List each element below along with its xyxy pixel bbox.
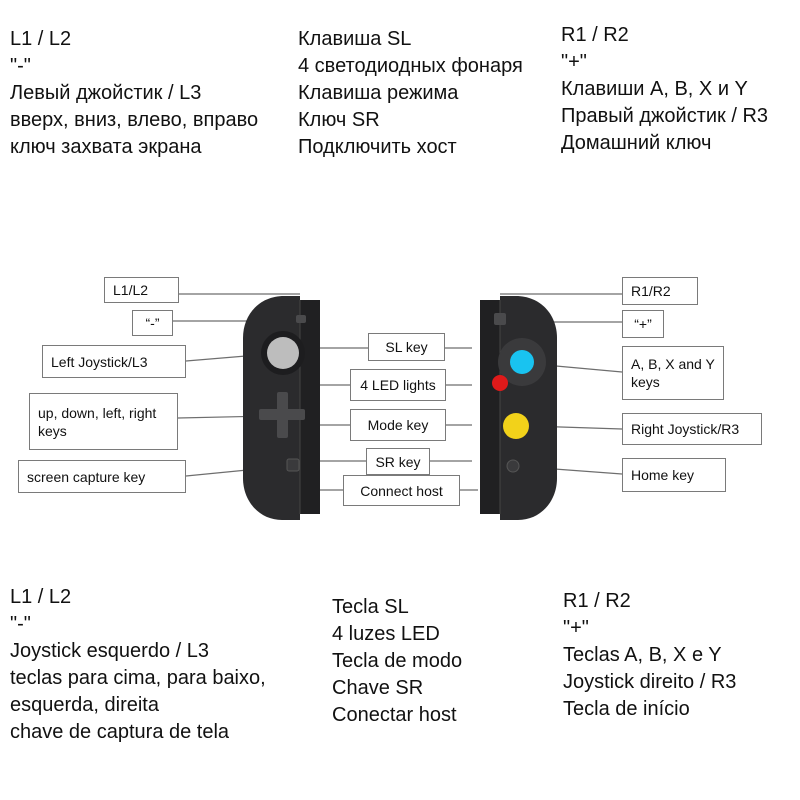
home-button bbox=[506, 459, 520, 473]
ru-left-list: L1 / L2 "-" Левый джойстик / L3 вверх, в… bbox=[10, 26, 258, 161]
ru-right-line: "+" bbox=[561, 51, 587, 73]
plus-button bbox=[494, 313, 506, 325]
pt-middle-list: Tecla SL 4 luzes LED Tecla de modo Chave… bbox=[332, 594, 462, 729]
label-connect-host: Connect host bbox=[343, 475, 460, 506]
pt-left-line: teclas para cima, para baixo, bbox=[10, 667, 266, 689]
minus-button bbox=[296, 315, 306, 323]
ru-left-line: Левый джойстик / L3 bbox=[10, 82, 202, 104]
right-stick-bottom bbox=[503, 413, 529, 439]
label-capture: screen capture key bbox=[18, 460, 186, 493]
label-l1l2: L1/L2 bbox=[104, 277, 179, 303]
label-abxy: A, B, X and Y keys bbox=[622, 346, 724, 400]
pt-middle-line: Conectar host bbox=[332, 704, 457, 726]
pt-left-line: "-" bbox=[10, 613, 31, 635]
label-minus: “-” bbox=[132, 310, 173, 336]
ru-left-line: вверх, вниз, влево, вправо bbox=[10, 109, 259, 131]
label-sr-key: SR key bbox=[366, 448, 430, 475]
ru-middle-line: Клавиша SL bbox=[298, 28, 412, 50]
ru-right-line: Правый джойстик / R3 bbox=[561, 105, 769, 127]
label-right-joystick: Right Joystick/R3 bbox=[622, 413, 762, 445]
right-joycon bbox=[480, 296, 557, 520]
ru-middle-list: Клавиша SL 4 светодиодных фонаря Клавиша… bbox=[298, 26, 523, 161]
pt-middle-line: Chave SR bbox=[332, 677, 424, 699]
pt-right-line: Tecla de início bbox=[563, 698, 690, 720]
label-home-key: Home key bbox=[622, 458, 726, 492]
ru-left-line: "-" bbox=[10, 55, 31, 77]
label-left-joystick: Left Joystick/L3 bbox=[42, 345, 186, 378]
pt-right-line: "+" bbox=[563, 617, 589, 639]
pt-right-list: R1 / R2 "+" Teclas A, B, X e Y Joystick … bbox=[563, 588, 736, 723]
pt-right-line: Teclas A, B, X e Y bbox=[563, 644, 722, 666]
capture-button bbox=[286, 458, 300, 472]
label-r1r2: R1/R2 bbox=[622, 277, 698, 305]
right-stick-top bbox=[510, 350, 534, 374]
pt-middle-line: Tecla SL bbox=[332, 596, 409, 618]
pt-middle-line: Tecla de modo bbox=[332, 650, 463, 672]
pt-left-line: L1 / L2 bbox=[10, 586, 72, 608]
ru-right-line: Клавиши A, B, X и Y bbox=[561, 78, 748, 100]
pt-left-line: esquerda, direita bbox=[10, 694, 159, 716]
ru-right-line: Домашний ключ bbox=[561, 132, 712, 154]
ru-right-line: R1 / R2 bbox=[561, 24, 629, 46]
ru-left-line: ключ захвата экрана bbox=[10, 136, 202, 158]
ru-right-list: R1 / R2 "+" Клавиши A, B, X и Y Правый д… bbox=[561, 22, 768, 157]
ru-middle-line: Подключить хост bbox=[298, 136, 457, 158]
label-dpad: up, down, left, right keys bbox=[29, 393, 178, 450]
ru-middle-line: 4 светодиодных фонаря bbox=[298, 55, 523, 77]
left-stick bbox=[267, 337, 299, 369]
label-led-lights: 4 LED lights bbox=[350, 369, 446, 401]
dpad bbox=[259, 392, 305, 438]
pt-left-line: chave de captura de tela bbox=[10, 721, 230, 743]
label-mode-key: Mode key bbox=[350, 409, 446, 441]
label-plus: “+” bbox=[622, 310, 664, 338]
left-joycon bbox=[243, 296, 320, 520]
pt-middle-line: 4 luzes LED bbox=[332, 623, 440, 645]
ru-middle-line: Клавиша режима bbox=[298, 82, 459, 104]
pt-left-line: Joystick esquerdo / L3 bbox=[10, 640, 209, 662]
red-led bbox=[492, 375, 508, 391]
label-sl-key: SL key bbox=[368, 333, 445, 361]
pt-right-line: R1 / R2 bbox=[563, 590, 631, 612]
ru-middle-line: Ключ SR bbox=[298, 109, 380, 131]
ru-left-line: L1 / L2 bbox=[10, 28, 72, 50]
pt-right-line: Joystick direito / R3 bbox=[563, 671, 737, 693]
center-leader-lines bbox=[320, 347, 478, 491]
pt-left-list: L1 / L2 "-" Joystick esquerdo / L3 tecla… bbox=[10, 584, 266, 746]
